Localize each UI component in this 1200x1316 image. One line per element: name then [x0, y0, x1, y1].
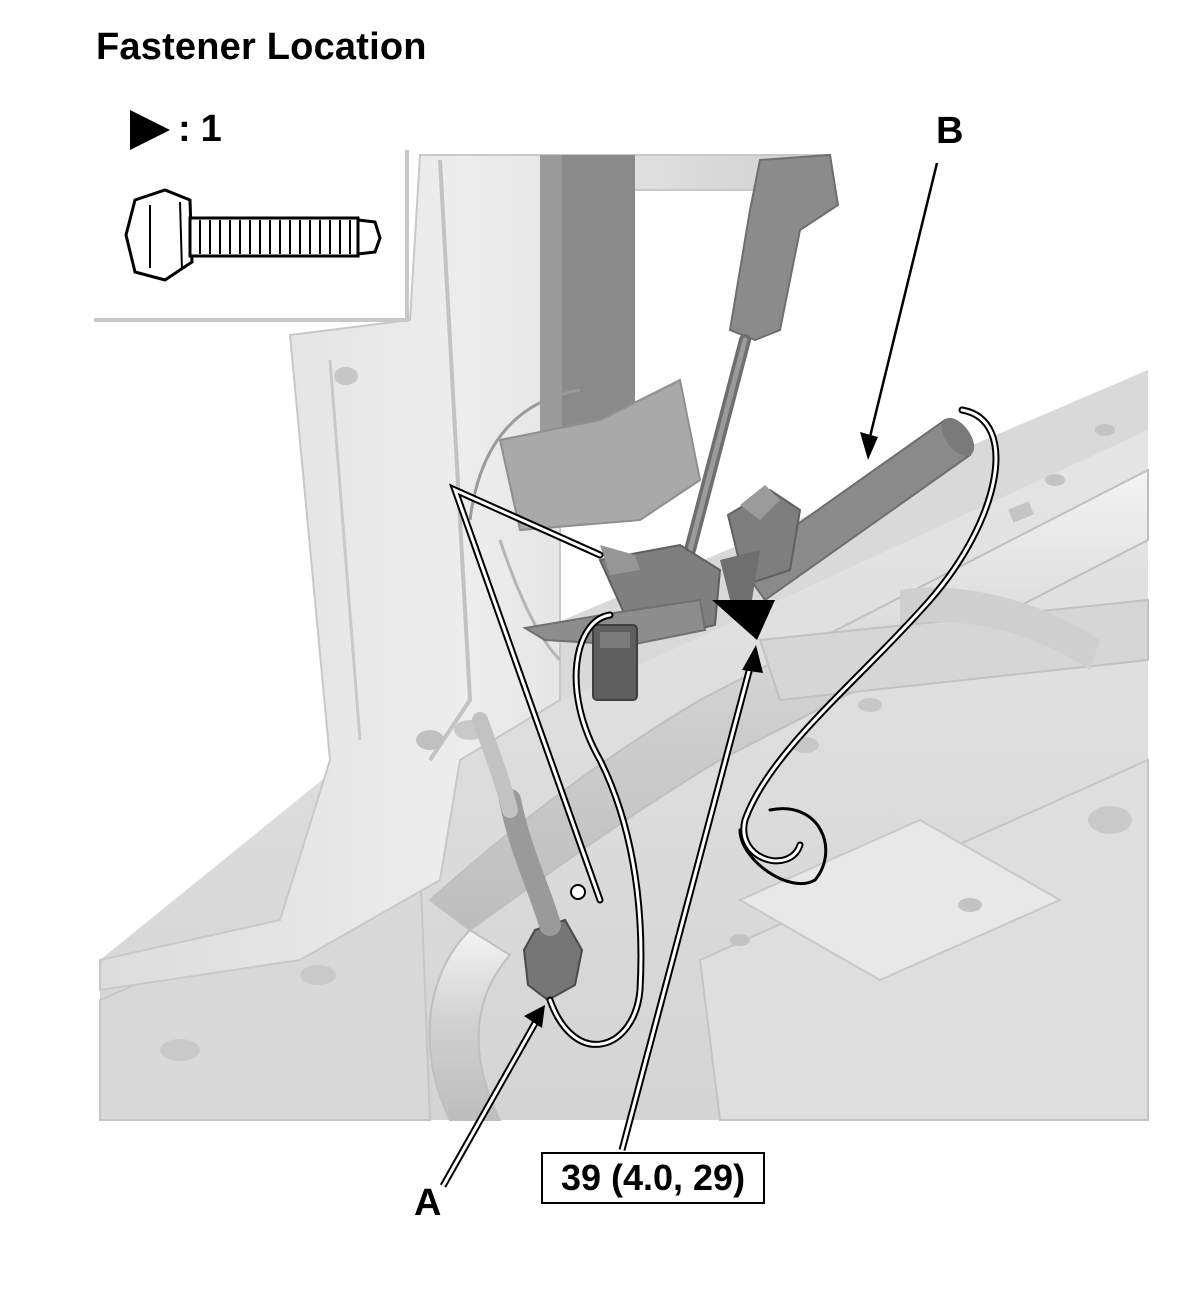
- bolt-inset: [94, 150, 409, 322]
- legend-colon: :: [178, 108, 191, 150]
- leader-lines: [439, 162, 939, 1188]
- callout-b: B: [936, 110, 964, 152]
- callout-a: A: [414, 1182, 442, 1224]
- fastener-marker-icon: [712, 600, 775, 640]
- tool: [684, 153, 840, 556]
- seat-belt-assembly: [468, 155, 702, 662]
- frame-tubes: [428, 468, 1149, 1121]
- bolt-icon: [124, 188, 382, 282]
- component-b: [720, 417, 975, 602]
- page-title: Fastener Location: [96, 26, 427, 68]
- torque-spec: 39 (4.0, 29): [541, 1152, 765, 1204]
- legend-count: 1: [200, 108, 222, 150]
- wire-harnesses: [448, 406, 1000, 1048]
- connector: [592, 624, 638, 701]
- mounting-bracket: [522, 543, 722, 647]
- component-a: [472, 712, 584, 1002]
- fastener-legend: : 1: [130, 108, 222, 151]
- triangle-right-icon: [130, 109, 170, 150]
